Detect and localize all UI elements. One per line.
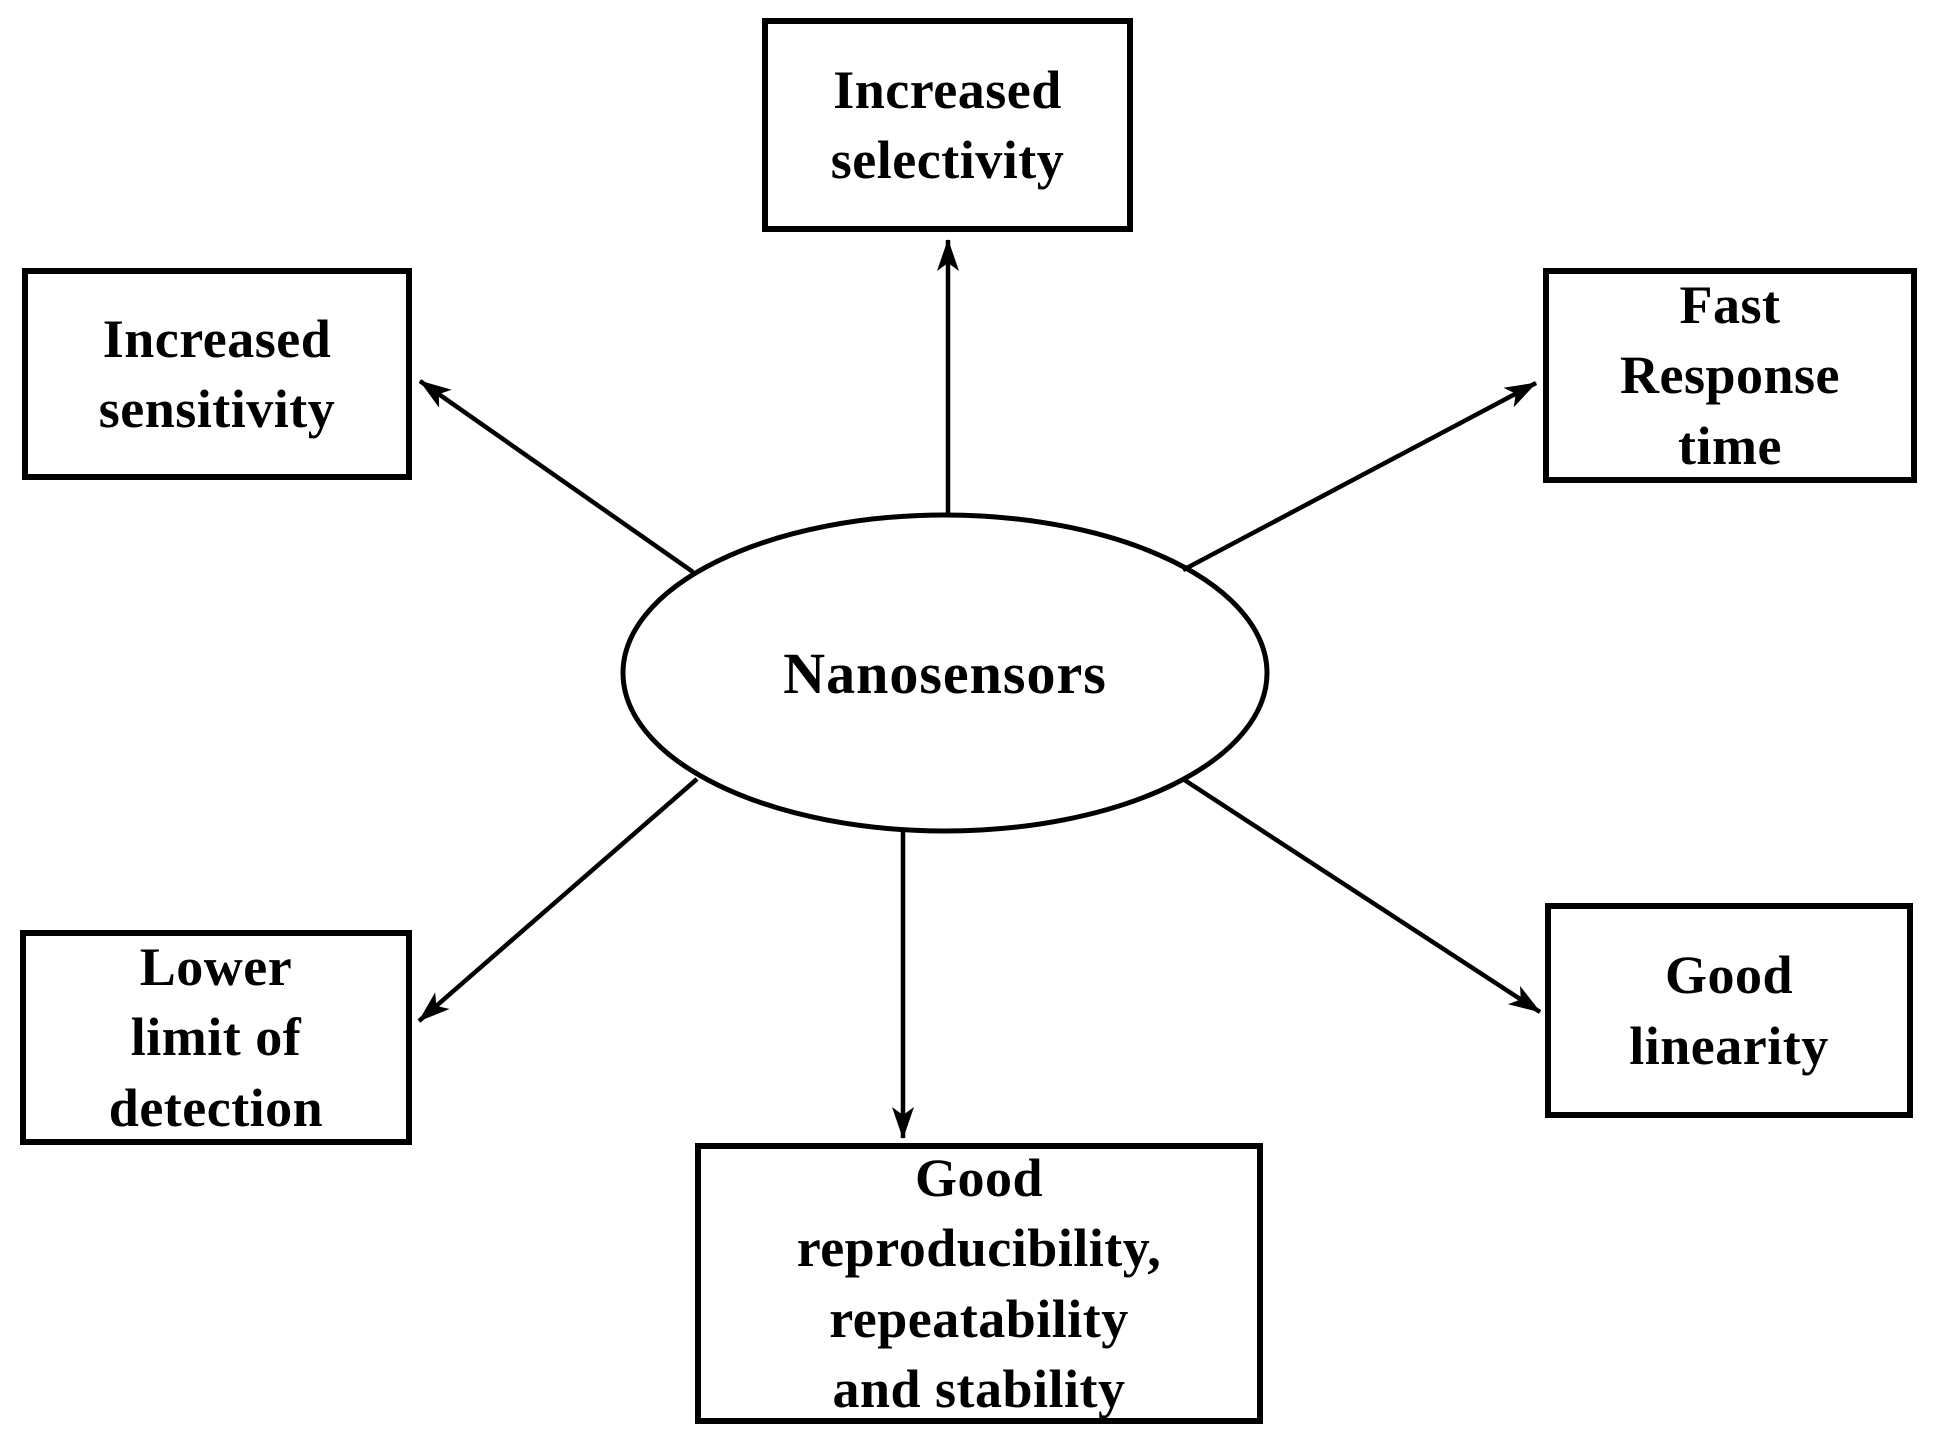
node-good-reproducibility: Good reproducibility, repeatability and … (695, 1143, 1263, 1424)
arrow-to-bottom-left-box (417, 777, 699, 1023)
arrow-to-bottom-box-right (1181, 777, 1542, 1014)
node-label: Increased selectivity (830, 59, 1065, 190)
node-label: Fast Response time (1619, 275, 1841, 476)
node-good-linearity: Good linearity (1545, 903, 1913, 1118)
center-node: Nanosensors (623, 515, 1267, 831)
node-lower-limit-of-detection: Lower limit of detection (20, 930, 412, 1145)
center-node-label: Nanosensors (783, 640, 1107, 706)
node-increased-sensitivity: Increased sensitivity (22, 268, 412, 480)
node-label: Good reproducibility, repeatability and … (796, 1148, 1162, 1419)
center-ellipse (620, 512, 1270, 834)
arrow-to-top-left-box (418, 379, 695, 574)
arrow-to-top-right-box (1181, 381, 1538, 572)
node-increased-selectivity: Increased selectivity (762, 18, 1133, 232)
node-label: Increased sensitivity (98, 308, 336, 439)
node-fast-response-time: Fast Response time (1543, 268, 1917, 483)
node-label: Lower limit of detection (108, 937, 324, 1138)
node-label: Good linearity (1629, 945, 1829, 1076)
